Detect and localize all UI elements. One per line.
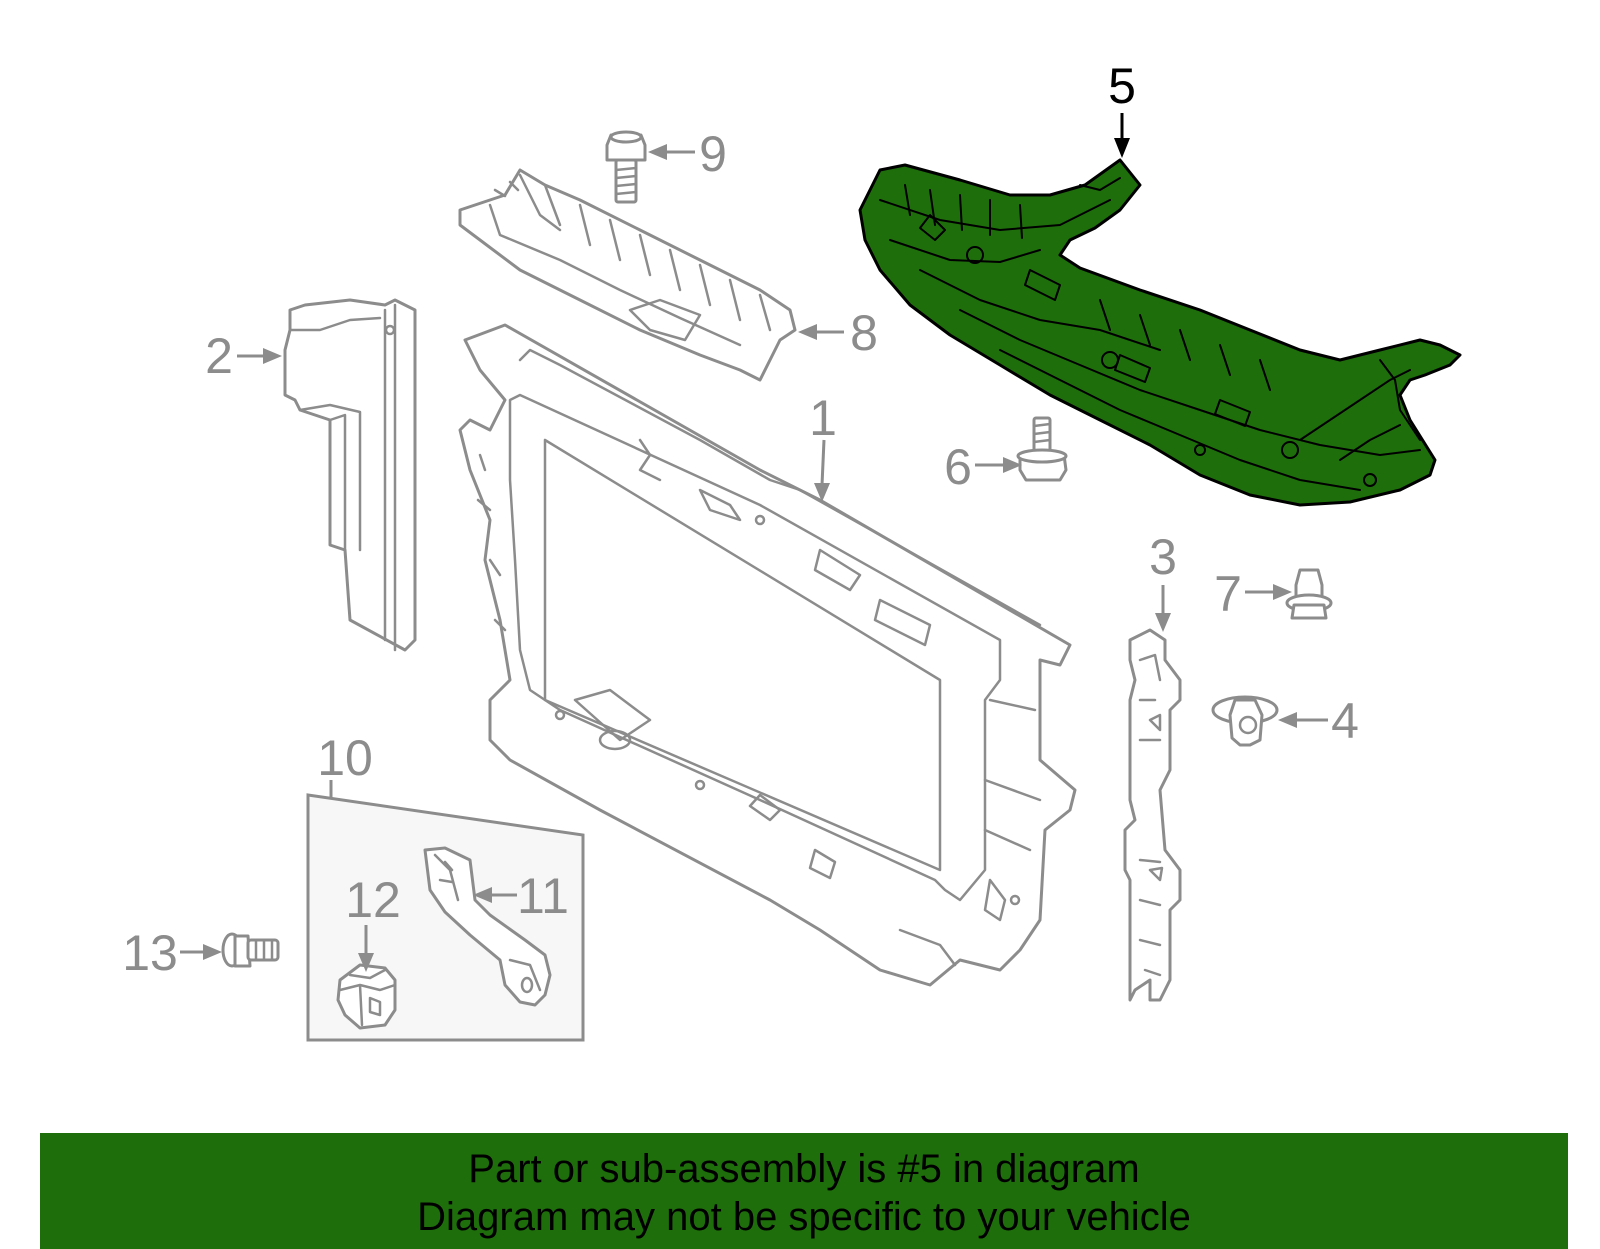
- part-8-upper-cover[interactable]: [458, 168, 797, 382]
- callout-2: 2: [205, 328, 233, 384]
- part-6-bolt[interactable]: [1016, 416, 1068, 482]
- part-1-radiator-support[interactable]: [458, 323, 1077, 987]
- callout-6: 6: [944, 439, 972, 495]
- callout-12: 12: [345, 872, 401, 928]
- callout-11: 11: [517, 868, 569, 924]
- callout-7: 7: [1214, 566, 1242, 622]
- callout-9: 9: [699, 126, 727, 182]
- leader-arrows: [180, 113, 1328, 972]
- part-3-air-guide-right[interactable]: [1123, 628, 1182, 1002]
- callout-3: 3: [1149, 529, 1177, 585]
- info-banner: Part or sub-assembly is #5 in diagram Di…: [40, 1133, 1568, 1249]
- part-5-under-cover-highlighted[interactable]: [858, 158, 1462, 507]
- callout-5: 5: [1108, 58, 1136, 114]
- callout-4: 4: [1331, 693, 1359, 749]
- part-2-air-guide-left[interactable]: [283, 298, 417, 652]
- callout-10: 10: [317, 730, 373, 786]
- part-4-clip[interactable]: [1211, 695, 1279, 747]
- part-13-bolt[interactable]: [221, 932, 280, 968]
- banner-line-disclaimer: Diagram may not be specific to your vehi…: [417, 1195, 1191, 1239]
- banner-line-part-info: Part or sub-assembly is #5 in diagram: [468, 1147, 1140, 1191]
- callout-1: 1: [809, 390, 837, 446]
- callout-8: 8: [850, 305, 878, 361]
- part-11-bracket[interactable]: [423, 846, 552, 1007]
- part-9-bolt[interactable]: [605, 130, 647, 204]
- part-7-push-pin[interactable]: [1285, 568, 1333, 620]
- callout-13: 13: [122, 925, 178, 981]
- parts-diagram: 1 2 3 4 5 6 7 8 9 10 11 12 13: [122, 58, 1462, 1042]
- part-12-mount[interactable]: [336, 963, 397, 1030]
